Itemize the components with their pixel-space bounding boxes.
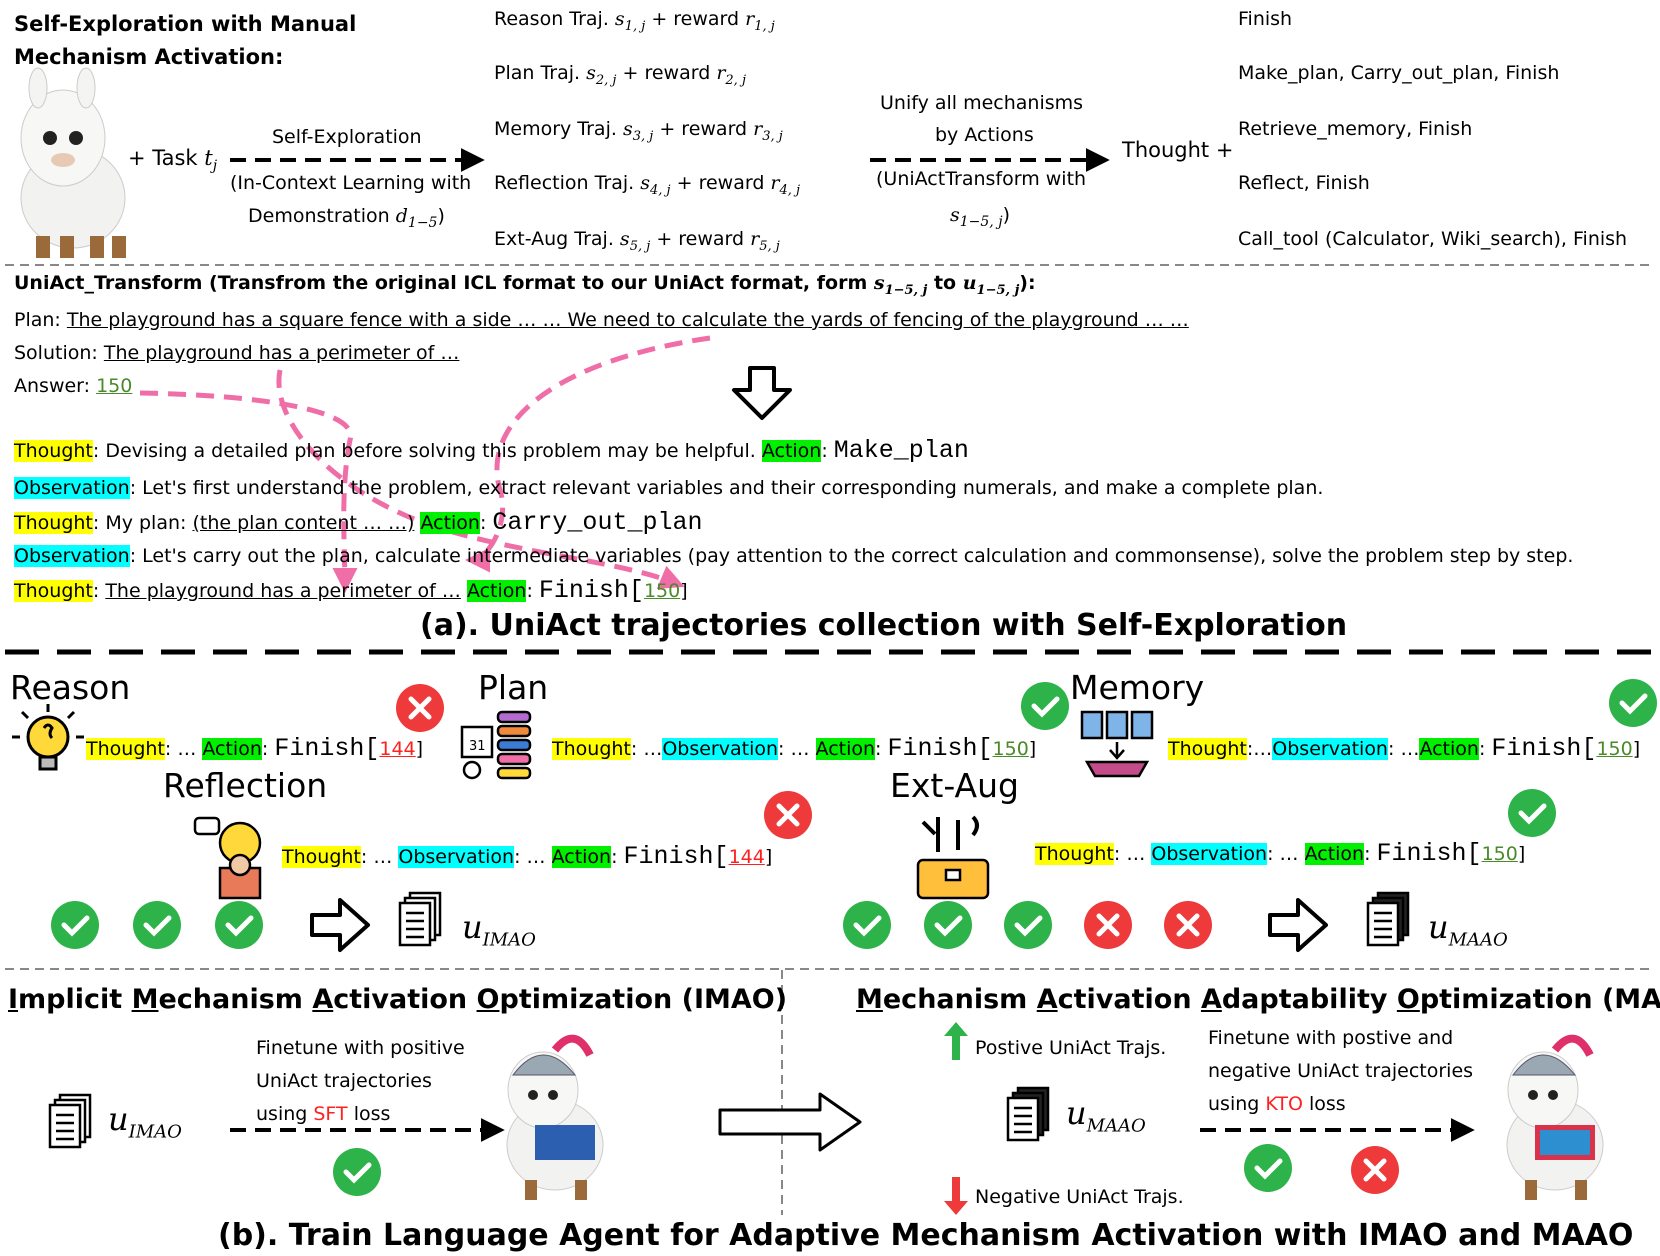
check-icon (51, 901, 99, 949)
icl-line: (In-Context Learning with (230, 172, 472, 194)
plan-icon: 31 (460, 710, 532, 780)
check-icon (1021, 682, 1069, 730)
cross-icon (396, 684, 444, 732)
document-stack-icon-imao (398, 891, 442, 947)
thought-plus-label: Thought + (1122, 138, 1234, 162)
mechanism-title-plan: Plan (478, 668, 549, 707)
unify-line1: Unify all mechanisms (880, 92, 1084, 114)
mechanism-title-reflection: Reflection (163, 766, 328, 805)
extaug-trajectory: Thought: … Observation: … Action: Finish… (1035, 839, 1526, 868)
maao-dataset-label: uMAAO (1066, 1094, 1146, 1137)
cross-icon (1084, 901, 1132, 949)
uniact-line-1: Thought: Devising a detailed plan before… (14, 436, 969, 465)
down-arrow (732, 366, 792, 420)
mechanism-title-extaug: Ext-Aug (890, 766, 1019, 805)
action-set-item: Make_plan, Carry_out_plan, Finish (1238, 62, 1560, 84)
imao-title: Implicit Mechanism Activation Optimizati… (8, 984, 788, 1015)
right-arrow-imao (310, 898, 370, 952)
imao-dataset-label: uIMAO (108, 1100, 182, 1143)
llama-image-top (20, 67, 126, 258)
check-icon (1244, 1144, 1292, 1192)
transform-var: s1−5, j) (950, 204, 1010, 230)
cross-icon (1351, 1146, 1399, 1194)
unify-line2: by Actions (935, 124, 1034, 146)
reflection-icon (193, 816, 262, 900)
check-icon (133, 901, 181, 949)
memory-icon (1080, 710, 1154, 778)
action-set-item: Finish (1238, 8, 1293, 30)
action-set-item: Call_tool (Calculator, Wiki_search), Fin… (1238, 228, 1628, 250)
reflection-trajectory: Thought: … Observation: … Action: Finish… (282, 842, 773, 871)
answer-line: Answer: 150 (14, 375, 133, 397)
plan-trajectory: Thought: …Observation: … Action: Finish[… (552, 734, 1037, 763)
solution-line: Solution: The playground has a perimeter… (14, 342, 460, 364)
trajectory-item: Reflection Traj. s4, j + reward r4, j (494, 172, 801, 198)
knight-llama-maao (1506, 1034, 1604, 1200)
trajectory-item: Memory Traj. s3, j + reward r3, j (494, 118, 783, 144)
positive-up-arrow (944, 1022, 968, 1060)
trajectory-item: Ext-Aug Traj. s5, j + reward r5, j (494, 228, 780, 254)
uniact-line-4: Observation: Let's carry out the plan, c… (14, 545, 1574, 567)
negative-trajs-label: Negative UniAct Trajs. (975, 1186, 1184, 1208)
imao-finetune-text: Finetune with positive UniAct trajectori… (256, 1037, 465, 1125)
check-icon (1004, 901, 1052, 949)
check-icon (843, 901, 891, 949)
plan-line: Plan: The playground has a square fence … (14, 309, 1189, 331)
memory-trajectory: Thought:…Observation: …Action: Finish[15… (1168, 734, 1641, 763)
uniact-header: UniAct_Transform (Transfrom the original… (14, 272, 1036, 298)
dataset-label-maao: uMAAO (1428, 908, 1508, 951)
trajectory-item: Plan Traj. s2, j + reward r2, j (494, 62, 746, 88)
action-set-item: Retrieve_memory, Finish (1238, 118, 1473, 140)
uniact-line-2: Observation: Let's first understand the … (14, 477, 1324, 499)
cross-icon (1164, 901, 1212, 949)
document-stack-icon-maao-lower (1006, 1086, 1050, 1142)
document-stack-icon-imao-lower (48, 1093, 92, 1149)
check-icon (215, 901, 263, 949)
document-stack-icon-maao (1366, 891, 1410, 947)
lightbulb-icon (12, 704, 84, 771)
demonstration-label: Demonstration d1−5) (248, 205, 445, 231)
check-icon (1609, 679, 1657, 727)
cross-icon (764, 791, 812, 839)
knight-llama-imao (506, 1034, 604, 1200)
caption-a: (a). UniAct trajectories collection with… (420, 608, 1348, 643)
check-icon (1508, 789, 1556, 837)
mechanism-title-memory: Memory (1070, 668, 1205, 707)
reason-trajectory: Thought: … Action: Finish[144] (86, 734, 424, 763)
intro-label: Self-Exploration with Manual Mechanism A… (14, 12, 357, 69)
uniact-line-5: Thought: The playground has a perimeter … (14, 576, 688, 605)
caption-b: (b). Train Language Agent for Adaptive M… (218, 1218, 1634, 1253)
trajectory-item: Reason Traj. s1, j + reward r1, j (494, 8, 775, 34)
maao-finetune-text: Finetune with postive and negative UniAc… (1208, 1027, 1474, 1115)
uniact-line-3: Thought: My plan: (the plan content … …)… (14, 508, 703, 537)
right-arrow-maao (1268, 898, 1328, 952)
dataset-label-imao: uIMAO (462, 908, 536, 951)
check-icon (924, 901, 972, 949)
transform-line: (UniActTransform with (876, 168, 1087, 190)
negative-down-arrow (944, 1177, 968, 1215)
maao-title: Mechanism Activation Adaptability Optimi… (856, 984, 1660, 1015)
svg-text:31: 31 (469, 739, 486, 754)
positive-trajs-label: Postive UniAct Trajs. (975, 1037, 1167, 1059)
check-icon (333, 1148, 381, 1196)
toolbox-icon (916, 815, 990, 900)
action-set-item: Reflect, Finish (1238, 172, 1370, 194)
mechanism-title-reason: Reason (10, 668, 131, 707)
task-label: + Task tj (128, 146, 218, 175)
imao-to-maao-arrow (718, 1092, 862, 1152)
self-exploration-label: Self-Exploration (272, 126, 422, 148)
